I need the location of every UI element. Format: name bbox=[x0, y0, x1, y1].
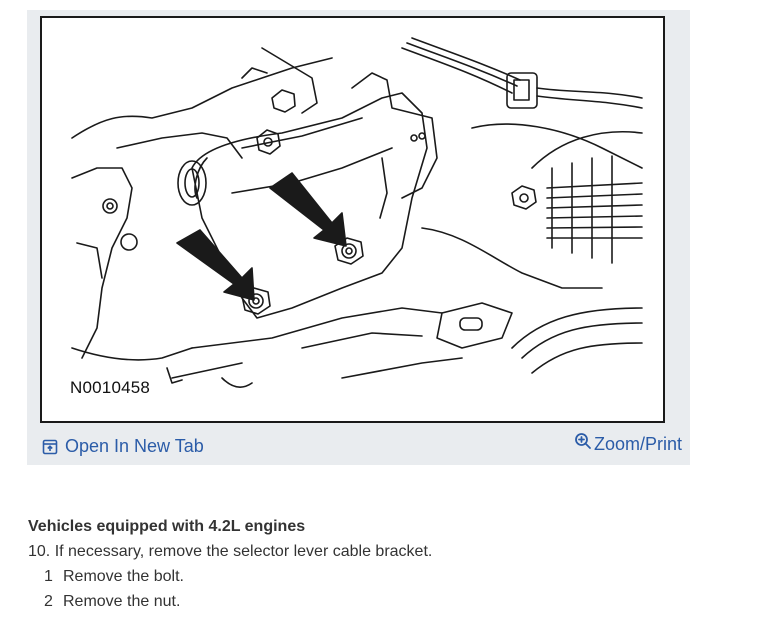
section-heading: Vehicles equipped with 4.2L engines bbox=[28, 518, 306, 535]
procedure-text: Vehicles equipped with 4.2L engines 10. … bbox=[28, 514, 748, 614]
procedure-step: 10. If necessary, remove the selector le… bbox=[28, 543, 433, 560]
technical-illustration: N0010458 bbox=[40, 16, 665, 423]
substep-number: 1 bbox=[44, 568, 53, 585]
figure-footer: Open In New Tab Zoom/Print bbox=[27, 431, 690, 461]
substep-text: Remove the bolt. bbox=[63, 568, 184, 585]
list-item: 2 Remove the nut. bbox=[28, 589, 748, 614]
open-in-new-tab-label: Open In New Tab bbox=[65, 436, 204, 456]
figure-card: N0010458 Open In New Tab Zoom/Print bbox=[27, 10, 690, 465]
zoom-print-label: Zoom/Print bbox=[593, 434, 682, 454]
substep-list: 1 Remove the bolt. 2 Remove the nut. bbox=[28, 564, 748, 614]
zoom-in-icon bbox=[575, 432, 591, 449]
figure-id-label: N0010458 bbox=[70, 378, 151, 397]
open-in-new-tab-link[interactable]: Open In New Tab bbox=[42, 436, 204, 457]
open-new-tab-icon bbox=[42, 439, 58, 454]
substep-number: 2 bbox=[44, 593, 53, 610]
engine-bracket-drawing bbox=[71, 37, 643, 388]
list-item: 1 Remove the bolt. bbox=[28, 564, 748, 589]
zoom-print-link[interactable]: Zoom/Print bbox=[574, 432, 682, 455]
substep-text: Remove the nut. bbox=[63, 593, 181, 610]
